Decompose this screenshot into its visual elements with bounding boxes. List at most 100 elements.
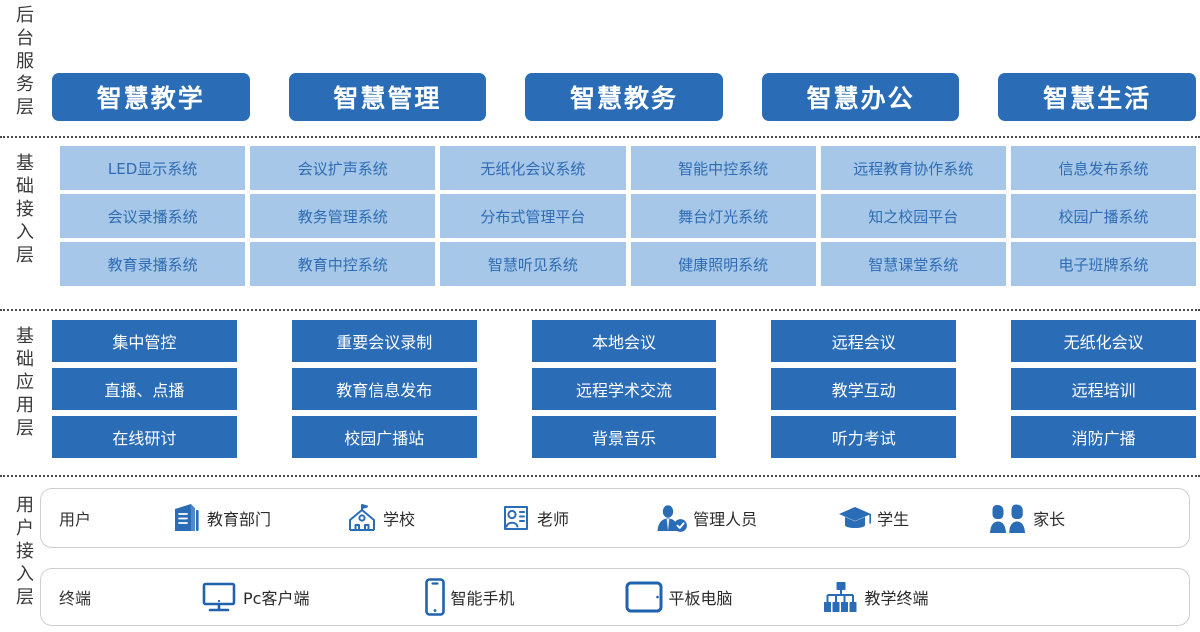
application-cell[interactable]: 校园广播站 xyxy=(291,416,477,458)
access-cell[interactable]: 无纸化会议系统 xyxy=(440,146,626,190)
application-cell[interactable]: 教学互动 xyxy=(771,368,957,410)
header-pill-5[interactable]: 智慧生活 xyxy=(998,73,1196,121)
header-pill-2[interactable]: 智慧管理 xyxy=(288,73,487,121)
access-cell[interactable]: 知之校园平台 xyxy=(820,194,1006,238)
pill-item[interactable]: 管理人员 xyxy=(653,501,757,535)
access-cell[interactable]: 远程教育协作系统 xyxy=(820,146,1006,190)
access-cell[interactable]: 智慧课堂系统 xyxy=(820,242,1006,286)
teacher-card-icon xyxy=(499,501,533,535)
layer-label-char: 应 xyxy=(16,372,34,394)
basic-access-layer-grid: LED显示系统会议录播系统教育录播系统会议扩声系统教务管理系统教育中控系统无纸化… xyxy=(60,146,1197,286)
school-icon xyxy=(345,501,379,535)
layer-label-basic-application: 基础应用层 xyxy=(8,325,42,440)
parents-icon xyxy=(989,502,1029,534)
layer-label-backend-service: 后台服务层 xyxy=(8,4,42,119)
application-cell[interactable]: 远程会议 xyxy=(771,320,957,362)
application-cell[interactable]: 本地会议 xyxy=(531,320,717,362)
application-cell[interactable]: 教育信息发布 xyxy=(291,368,477,410)
layer-label-char: 层 xyxy=(16,245,34,267)
access-column-1: LED显示系统会议录播系统教育录播系统 xyxy=(60,146,246,286)
pill-item[interactable]: 教育部门 xyxy=(169,501,271,535)
layer-label-char: 层 xyxy=(16,418,34,440)
access-cell[interactable]: 会议扩声系统 xyxy=(250,146,436,190)
access-cell[interactable]: 智能中控系统 xyxy=(630,146,816,190)
terminal-row-title: 终端 xyxy=(59,589,92,608)
layer-label-char: 入 xyxy=(16,564,34,586)
pill-item-label: 管理人员 xyxy=(693,510,758,529)
application-column-3: 本地会议远程学术交流背景音乐 xyxy=(531,320,717,458)
layer-label-char: 务 xyxy=(16,74,34,96)
pill-item[interactable]: 教学终端 xyxy=(821,581,929,613)
access-column-3: 无纸化会议系统分布式管理平台智慧听见系统 xyxy=(440,146,626,286)
application-cell[interactable]: 在线研讨 xyxy=(52,416,237,458)
pill-item-label: Pc客户端 xyxy=(243,589,310,608)
access-column-4: 智能中控系统舞台灯光系统健康照明系统 xyxy=(630,146,816,286)
graduation-cap-icon xyxy=(837,503,873,533)
application-cell[interactable]: 远程培训 xyxy=(1011,368,1196,410)
layer-label-char: 基 xyxy=(16,153,34,174)
pill-item-label: 家长 xyxy=(1033,510,1066,529)
backend-service-header-row: 智慧教学智慧管理智慧教务智慧办公智慧生活 xyxy=(52,73,1196,121)
application-cell[interactable]: 直播、点播 xyxy=(52,368,237,410)
monitor-icon xyxy=(199,580,239,614)
pill-item[interactable]: 智能手机 xyxy=(424,577,514,617)
layer-label-char: 接 xyxy=(16,199,34,221)
pill-item[interactable]: 家长 xyxy=(989,502,1065,534)
pill-item-label: 平板电脑 xyxy=(668,589,733,608)
tablet-icon xyxy=(624,580,664,614)
access-cell[interactable]: 会议录播系统 xyxy=(60,194,246,238)
divider-2 xyxy=(0,309,1200,311)
layer-label-char: 础 xyxy=(16,176,34,198)
user-row: 用户 教育部门 学校 老师 xyxy=(40,488,1190,548)
access-cell[interactable]: 分布式管理平台 xyxy=(440,194,626,238)
pill-item[interactable]: 学校 xyxy=(345,501,415,535)
application-cell[interactable]: 重要会议录制 xyxy=(291,320,477,362)
network-terminal-icon xyxy=(821,581,861,613)
layer-label-char: 服 xyxy=(16,51,34,73)
pill-item[interactable]: Pc客户端 xyxy=(199,580,309,614)
header-pill-3[interactable]: 智慧教务 xyxy=(525,73,723,121)
pill-item[interactable]: 平板电脑 xyxy=(624,580,733,614)
access-cell[interactable]: 校园广播系统 xyxy=(1010,194,1197,238)
layer-label-char: 层 xyxy=(16,587,34,609)
application-cell[interactable]: 消防广播 xyxy=(1011,416,1196,458)
layer-label-char: 接 xyxy=(16,541,34,563)
access-cell[interactable]: 教务管理系统 xyxy=(250,194,436,238)
layer-label-basic-access: 基础接入层 xyxy=(8,152,42,267)
access-cell[interactable]: 智慧听见系统 xyxy=(440,242,626,286)
application-cell[interactable]: 无纸化会议 xyxy=(1011,320,1196,362)
pill-item-label: 教学终端 xyxy=(864,589,929,608)
access-cell[interactable]: 教育中控系统 xyxy=(250,242,436,286)
divider-3 xyxy=(0,475,1200,477)
layer-label-char: 用 xyxy=(16,495,34,516)
admin-verified-icon xyxy=(653,501,689,535)
layer-label-char: 后 xyxy=(16,5,34,26)
access-cell[interactable]: 电子班牌系统 xyxy=(1010,242,1197,286)
building-icon xyxy=(169,501,203,535)
access-cell[interactable]: 舞台灯光系统 xyxy=(630,194,816,238)
access-cell[interactable]: 教育录播系统 xyxy=(60,242,246,286)
pill-item[interactable]: 老师 xyxy=(499,501,569,535)
header-pill-1[interactable]: 智慧教学 xyxy=(52,73,250,121)
layer-label-char: 台 xyxy=(16,28,34,50)
smartphone-icon xyxy=(424,577,446,617)
terminal-row-items: Pc客户端 智能手机 平板电脑 xyxy=(101,577,1189,617)
layer-label-char: 入 xyxy=(16,222,34,244)
access-cell[interactable]: 健康照明系统 xyxy=(630,242,816,286)
application-cell[interactable]: 远程学术交流 xyxy=(531,368,717,410)
application-column-5: 无纸化会议远程培训消防广播 xyxy=(1011,320,1196,458)
application-column-2: 重要会议录制教育信息发布校园广播站 xyxy=(291,320,477,458)
application-cell[interactable]: 听力考试 xyxy=(771,416,957,458)
header-pill-4[interactable]: 智慧办公 xyxy=(761,73,960,121)
layer-label-char: 户 xyxy=(16,518,34,540)
access-cell[interactable]: 信息发布系统 xyxy=(1010,146,1197,190)
user-row-items: 教育部门 学校 老师 管理人员 xyxy=(101,501,1189,535)
pill-item[interactable]: 学生 xyxy=(837,503,909,533)
application-column-1: 集中管控直播、点播在线研讨 xyxy=(52,320,237,458)
access-cell[interactable]: LED显示系统 xyxy=(60,146,246,190)
layer-label-char: 用 xyxy=(16,395,34,417)
pill-item-label: 老师 xyxy=(537,510,570,529)
application-cell[interactable]: 背景音乐 xyxy=(531,416,717,458)
application-cell[interactable]: 集中管控 xyxy=(52,320,237,362)
